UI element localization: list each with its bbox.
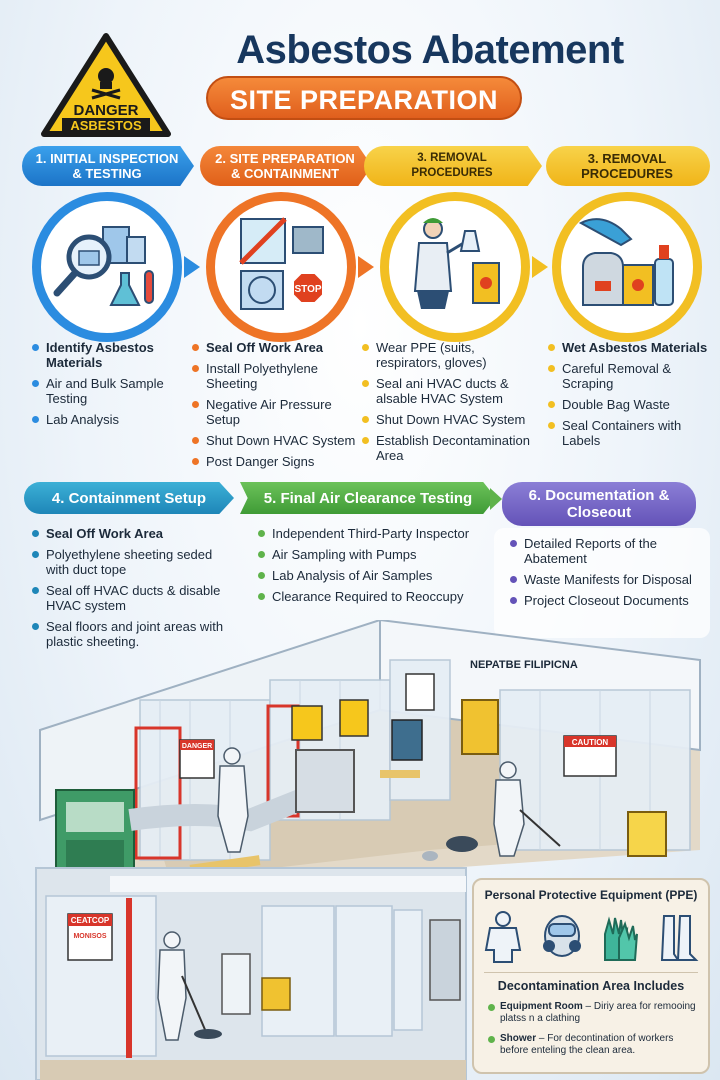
list-item: Careful Removal & Scraping [548, 361, 712, 391]
clearance-label: 5. Final Air Clearance Testing [263, 489, 473, 507]
decon-item: Shower – For decontination of workers be… [488, 1033, 696, 1057]
decon-title: Decontamination Area Includes [497, 979, 685, 993]
protective-suit-icon [485, 911, 522, 963]
stop-sign-text: STOP [294, 284, 321, 295]
decon-desc: – Diriy area for remooing platss n a cla… [500, 1001, 696, 1024]
list-item: Establish Decontamination Area [362, 433, 540, 463]
caution-tag-text: CAUTION [572, 738, 609, 747]
flow-arrow-2-icon [358, 256, 374, 278]
page-subtitle: SITE PREPARATION [206, 76, 522, 120]
page-title: Asbestos Abatement [236, 28, 624, 72]
list-item: Negative Air Pressure Setup [192, 397, 364, 427]
step-containment-banner: 4. Containment Setup [24, 482, 234, 514]
gloves-icon [604, 916, 639, 961]
wall-sign-text: NEPATBE FILIPICNA [470, 659, 578, 671]
step-3b-banner: 3. REMOVAL PROCEDURES [546, 146, 710, 186]
containment-label: 4. Containment Setup [51, 489, 207, 507]
step-1-label: 1. INITIAL INSPECTION & TESTING [35, 151, 179, 181]
list-item: Shut Down HVAC System [362, 412, 540, 427]
gloved-hand-bags-spray-icon [578, 218, 674, 306]
ppe-icon-row [474, 910, 708, 964]
step-3-circle [380, 192, 530, 342]
decon-desc: – For decontination of workers before en… [500, 1033, 674, 1056]
list-item: Polyethylene sheeting seded with duct to… [32, 547, 228, 577]
decon-term: Equipment Room [500, 1001, 583, 1012]
list-item: Project Closeout Documents [510, 593, 710, 608]
step-1-circle [32, 192, 182, 342]
step-clearance-banner: 5. Final Air Clearance Testing [240, 482, 496, 514]
list-item: Air and Bulk Sample Testing [32, 376, 182, 406]
step-4-circle [552, 192, 702, 342]
list-item: Shut Down HVAC System [192, 433, 364, 448]
boots-icon [660, 915, 699, 961]
step-documentation-banner: 6. Documentation & Closeout [502, 482, 696, 526]
step-2-banner: 2. SITE PREPARATION & CONTAINMENT [200, 146, 372, 186]
step-2-circle: STOP [206, 192, 356, 342]
list-item: Seal Off Work Area [192, 340, 364, 355]
sign-line-1: DANGER [73, 102, 138, 119]
decon-list: Equipment Room – Diriy area for remooing… [488, 1001, 696, 1057]
list-item: Independent Third-Party Inspector [258, 526, 488, 541]
list-item: Identify Asbestos Materials [32, 340, 182, 370]
step-3b-label: 3. REMOVAL PROCEDURES [581, 151, 673, 181]
list-item: Wear PPE (suits, respirators, gloves) [362, 340, 540, 370]
step-3-label: 3. REMOVAL PROCEDURES [411, 152, 493, 179]
sign-line-2: ASBESTOS [70, 118, 142, 133]
list-item: Post Danger Signs [192, 454, 364, 469]
decon-item: Equipment Room – Diriy area for remooing… [488, 1001, 696, 1025]
documentation-panel [494, 528, 710, 638]
list-item: Install Polyethylene Sheeting [192, 361, 364, 391]
list-item: Waste Manifests for Disposal [510, 572, 710, 587]
step-1-banner: 1. INITIAL INSPECTION & TESTING [22, 146, 194, 186]
ppe-panel: Personal Protective Equipment (PPE) Deco… [472, 878, 710, 1074]
documentation-label: 6. Documentation & Closeout [528, 487, 670, 521]
left-sign-text-1: CEATCOP [71, 916, 110, 925]
containment-scene-illustration: NEPATBE FILIPICNA DANGER CAUTION CEATCO [35, 620, 701, 1080]
flow-arrow-3-icon [532, 256, 548, 278]
danger-asbestos-sign-icon: DANGER ASBESTOS [41, 33, 171, 137]
list-item: Air Sampling with Pumps [258, 547, 488, 562]
list-item: Seal Off Work Area [32, 526, 228, 541]
plastic-sheeting-fan-stop-icon: STOP [239, 217, 324, 310]
ppe-title: Personal Protective Equipment (PPE) [484, 888, 698, 902]
step-3-list: Wear PPE (suits, respirators, gloves) Sea… [362, 340, 540, 469]
list-item: Lab Analysis [32, 412, 182, 427]
list-item: Seal ani HVAC ducts & alsable HVAC Syste… [362, 376, 540, 406]
list-item: Clearance Required to Reoccupy [258, 589, 488, 604]
left-sign-text-2: MONISOS [73, 933, 106, 940]
worker-vacuum-bucket-icon [413, 218, 500, 309]
list-item: Seal Containers with Labels [548, 418, 712, 448]
respirator-icon [542, 915, 581, 957]
list-item: Wet Asbestos Materials [548, 340, 712, 355]
flow-arrow-4-icon [490, 488, 502, 510]
list-item: Double Bag Waste [548, 397, 712, 412]
decon-term: Shower [500, 1033, 537, 1044]
step-2-label: 2. SITE PREPARATION & CONTAINMENT [215, 151, 355, 181]
step-3-banner: 3. REMOVAL PROCEDURES [364, 146, 542, 186]
list-item: Seal floors and joint areas with plastic… [32, 619, 228, 649]
flow-arrow-1-icon [184, 256, 200, 278]
danger-tag-text: DANGER [182, 743, 212, 750]
magnifier-building-flask-icon [53, 226, 154, 306]
list-item: Detailed Reports of the Abatement [510, 536, 710, 566]
list-item: Lab Analysis of Air Samples [258, 568, 488, 583]
list-item: Seal off HVAC ducts & disable HVAC syste… [32, 583, 228, 613]
